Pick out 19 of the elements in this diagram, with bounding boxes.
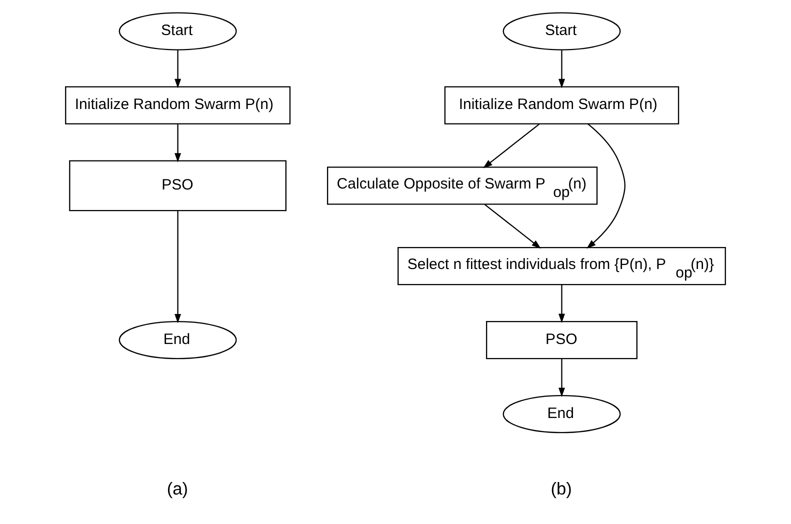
arrow — [586, 123, 626, 249]
node-ellipse: Start — [118, 12, 237, 50]
arrow — [483, 124, 540, 168]
node-ellipse: Start — [502, 12, 621, 50]
node-ellipse: End — [502, 395, 621, 434]
arrow — [174, 210, 182, 324]
arrow — [558, 358, 565, 397]
node-box: PSO — [486, 320, 638, 360]
arrow — [558, 284, 565, 323]
node-ellipse: End — [118, 320, 237, 360]
arrow — [484, 204, 541, 249]
arrow — [558, 50, 565, 88]
label: (b) — [550, 478, 572, 498]
arrow — [174, 50, 182, 88]
node-box: PSO — [69, 160, 286, 212]
node-box: Initialize Random Swarm P(n) — [65, 86, 291, 124]
arrow — [174, 124, 182, 162]
label: (a) — [166, 478, 188, 498]
node-box: Initialize Random Swarm P(n) — [444, 86, 680, 124]
